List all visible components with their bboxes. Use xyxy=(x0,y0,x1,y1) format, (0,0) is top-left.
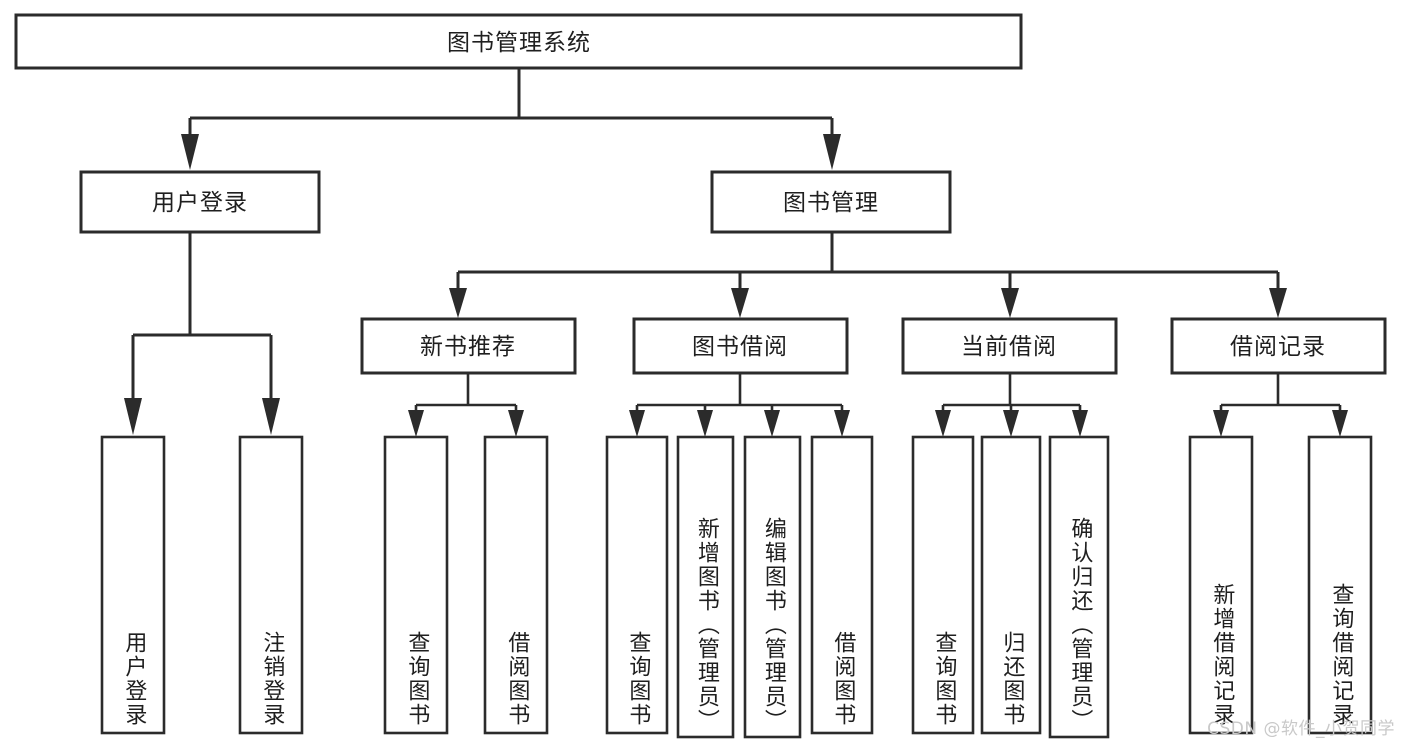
node-labels: 图书管理系统 用户登录 图书管理 新书推荐 图书借阅 当前借阅 借阅记录 xyxy=(152,30,1326,360)
node-new-book-label: 新书推荐 xyxy=(420,334,516,360)
watermark-text: CSDN @软件_小贺同学 xyxy=(1207,719,1395,739)
node-book-manage-box[interactable] xyxy=(710,170,952,234)
leaf-box-r1[interactable] xyxy=(1307,435,1373,735)
arrowhead-c0 xyxy=(935,410,951,437)
arrowhead-c1 xyxy=(1003,410,1019,437)
arrowhead-user-login xyxy=(181,134,199,170)
arrowhead-n1 xyxy=(508,410,524,437)
connectors xyxy=(124,68,1348,437)
arrowhead-b0 xyxy=(629,410,645,437)
node-root-label: 图书管理系统 xyxy=(447,30,591,56)
leaf-box-n0[interactable] xyxy=(383,435,449,735)
node-current-borrow-box[interactable] xyxy=(901,317,1118,375)
node-current-borrow-label: 当前借阅 xyxy=(961,334,1057,360)
arrowhead-book-manage xyxy=(823,134,841,170)
arrowhead-l3-3 xyxy=(1269,288,1287,318)
arrowhead-r0 xyxy=(1213,410,1229,437)
arrowhead-leaf-u0 xyxy=(124,398,142,435)
leaf-box-c1[interactable] xyxy=(980,435,1042,735)
node-root-box[interactable] xyxy=(14,13,1023,70)
leaf-box-b0[interactable] xyxy=(605,435,669,735)
node-book-borrow-label: 图书借阅 xyxy=(692,334,788,360)
leaf-box-u1[interactable] xyxy=(238,435,304,735)
arrowhead-c2 xyxy=(1072,410,1088,437)
arrowhead-l3-0 xyxy=(449,288,467,318)
leaf-box-b3[interactable] xyxy=(810,435,874,735)
arrowhead-l3-1 xyxy=(731,288,749,318)
leaf-box-b2[interactable] xyxy=(743,435,802,739)
arrowhead-b3 xyxy=(834,410,850,437)
leaf-box-b1[interactable] xyxy=(676,435,735,739)
arrowhead-leaf-u1 xyxy=(262,398,280,435)
node-user-login-label: 用户登录 xyxy=(152,190,248,216)
node-user-login-box[interactable] xyxy=(79,170,321,234)
arrowhead-r1 xyxy=(1332,410,1348,437)
leaf-box-r0[interactable] xyxy=(1188,435,1254,735)
leaf-box-n1[interactable] xyxy=(483,435,549,735)
arrowhead-b1 xyxy=(697,410,713,437)
arrowhead-n0 xyxy=(408,410,424,437)
leaf-box-c2[interactable] xyxy=(1048,435,1110,739)
arrowhead-b2 xyxy=(764,410,780,437)
arrowhead-l3-2 xyxy=(1001,288,1019,318)
node-new-book-box[interactable] xyxy=(360,317,577,375)
leaf-box-c0[interactable] xyxy=(911,435,975,735)
node-book-manage-label: 图书管理 xyxy=(783,190,879,216)
node-borrow-record-box[interactable] xyxy=(1170,317,1387,375)
node-borrow-record-label: 借阅记录 xyxy=(1230,334,1326,360)
leaf-box-u0[interactable] xyxy=(100,435,166,735)
node-book-borrow-box[interactable] xyxy=(632,317,849,375)
node-boxes xyxy=(14,13,1387,739)
